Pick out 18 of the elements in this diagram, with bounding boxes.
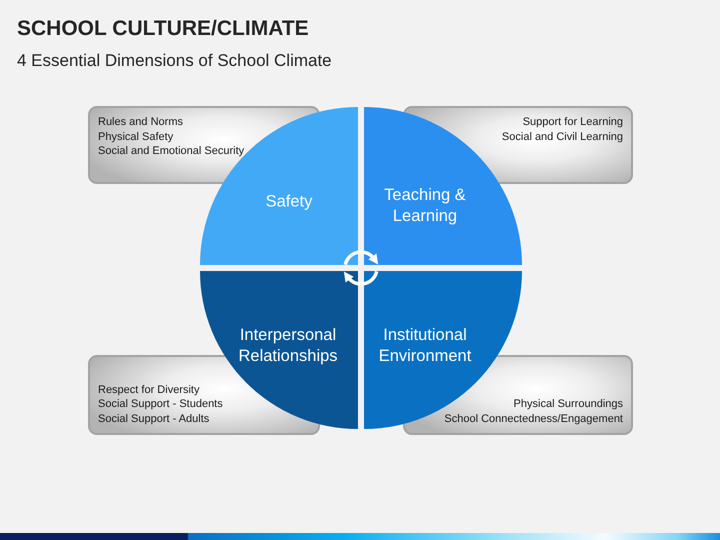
item-text: Rules and Norms bbox=[98, 115, 183, 130]
item-text: Social and Emotional Security bbox=[98, 144, 244, 158]
item-text: Support for Learning bbox=[522, 115, 623, 130]
segment-label: Teaching & Learning bbox=[383, 185, 467, 227]
segment-label: Interpersonal Relationships bbox=[238, 325, 338, 367]
item-text: Social Support - Adults bbox=[98, 412, 210, 426]
segment-label: Institutional Environment bbox=[378, 325, 472, 367]
item-text: Physical Safety bbox=[98, 130, 174, 144]
slide-subtitle: 4 Essential Dimensions of School Climate bbox=[17, 50, 332, 71]
item-text: Social and Civil Learning bbox=[502, 130, 623, 144]
item-text: Social Support - Students bbox=[98, 397, 223, 412]
item-text: Physical Surroundings bbox=[514, 397, 623, 412]
curved-arrow bbox=[344, 270, 378, 286]
item-text: School Connectedness/Engagement bbox=[444, 412, 623, 426]
slide-title: SCHOOL CULTURE/CLIMATE bbox=[17, 16, 309, 42]
segment-label: Safety bbox=[266, 192, 312, 212]
item-text: Respect for Diversity bbox=[98, 382, 200, 397]
curved-arrow bbox=[344, 250, 378, 266]
